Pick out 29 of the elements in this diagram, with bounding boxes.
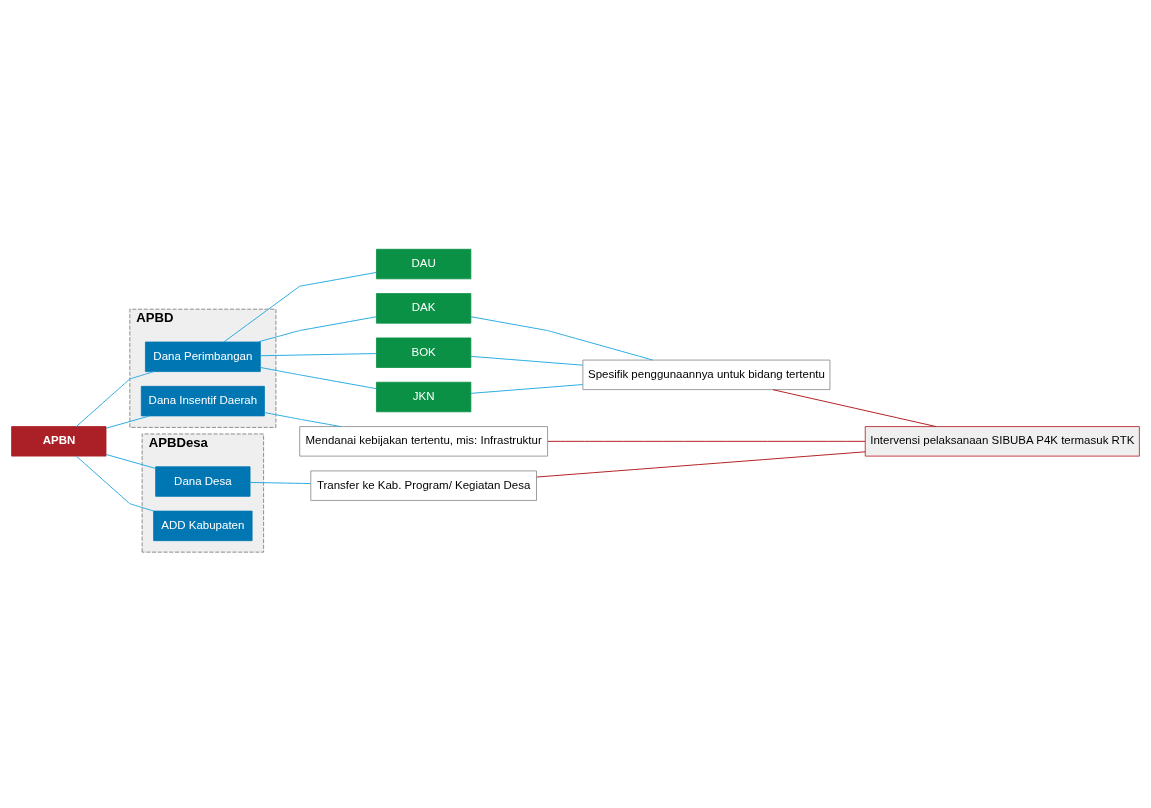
connector	[75, 455, 155, 512]
node-box: Dana Perimbangan	[145, 341, 261, 372]
connector	[75, 371, 155, 428]
node-box: Dana Desa	[155, 466, 251, 497]
connector	[470, 355, 584, 366]
connector	[105, 415, 151, 429]
connector	[249, 481, 312, 485]
node-box: DAU	[376, 248, 472, 280]
node-box: Transfer ke Kab. Program/ Kegiatan Desa	[310, 470, 537, 501]
node-box: JKN	[376, 381, 472, 413]
connector	[536, 451, 866, 478]
connector	[470, 384, 584, 394]
connector	[772, 389, 937, 428]
node-box: Dana Insentif Daerah	[140, 385, 265, 417]
node-box: APBN	[11, 426, 107, 457]
connector	[105, 454, 157, 469]
connector	[264, 412, 342, 428]
node-box: Mendanai kebijakan tertentu, mis: Infrastruktur	[299, 426, 548, 457]
node-box: BOK	[376, 337, 472, 368]
connector	[223, 271, 377, 343]
connector	[257, 316, 377, 343]
node-box: Intervensi pelaksanaan SIBUBA P4K termasuk RTK	[864, 426, 1140, 457]
connector	[259, 353, 377, 357]
connector	[547, 440, 866, 442]
node-box: DAK	[376, 293, 472, 324]
connector	[259, 367, 377, 390]
node-box: Spesifik penggunaannya untuk bidang tertentu	[582, 359, 831, 391]
node-box: ADD Kabupaten	[153, 510, 253, 542]
connector	[470, 316, 654, 361]
